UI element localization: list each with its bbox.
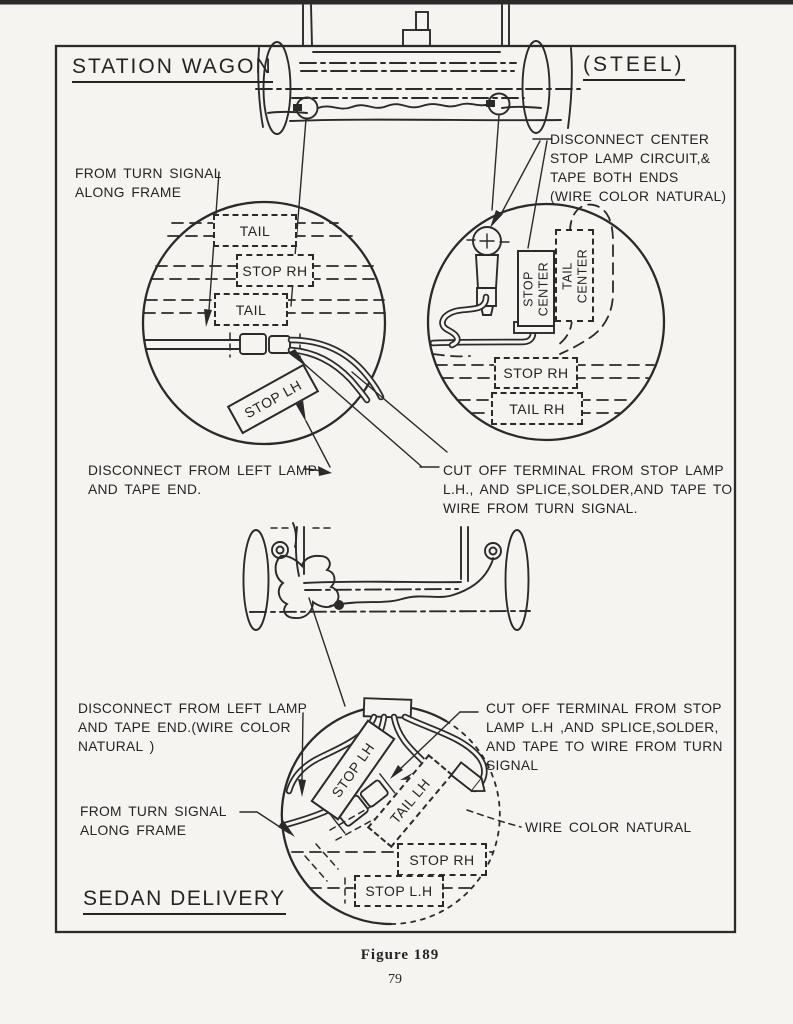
wire-label-stop-rh-left: STOP RH bbox=[236, 254, 314, 287]
station-wagon-chassis bbox=[255, 4, 581, 307]
scan-edge bbox=[0, 0, 793, 5]
sedan-detail-circle bbox=[239, 697, 522, 926]
annotation-wire-color-natural: WIRE COLOR NATURAL bbox=[525, 820, 692, 835]
title-sedan-delivery: SEDAN DELIVERY bbox=[83, 887, 286, 916]
annotation-disconnect-center: DISCONNECT CENTER STOP LAMP CIRCUIT,& TA… bbox=[550, 132, 727, 205]
wire-label-stop-rh-sedan: STOP RH bbox=[397, 843, 487, 876]
annotation-disconnect-left-bottom: DISCONNECT FROM LEFT LAMP AND TAPE END.(… bbox=[78, 701, 308, 755]
wire-label-tail-lower: TAIL bbox=[214, 293, 288, 326]
wire-label-tail-center-text: TAIL CENTER bbox=[559, 248, 589, 303]
wire-label-stop-center-text: STOP CENTER bbox=[521, 261, 550, 316]
sedan-delivery-chassis bbox=[242, 522, 531, 707]
annotation-from-turn-signal-top: FROM TURN SIGNAL ALONG FRAME bbox=[75, 166, 222, 201]
title-station-wagon: STATION WAGON bbox=[72, 55, 273, 84]
annotation-disconnect-left-top: DISCONNECT FROM LEFT LAMP AND TAPE END. bbox=[88, 463, 318, 498]
page-number: 79 bbox=[388, 972, 402, 987]
annotation-cut-off-top: CUT OFF TERMINAL FROM STOP LAMP L.H., AN… bbox=[443, 463, 733, 517]
wire-label-stop-rh-right: STOP RH bbox=[494, 357, 578, 389]
annotation-from-turn-signal-bottom: FROM TURN SIGNAL ALONG FRAME bbox=[80, 804, 227, 839]
wagon-left-detail-circle bbox=[141, 200, 448, 468]
wire-label-tail-rh: TAIL RH bbox=[491, 392, 583, 425]
wagon-right-detail-circle bbox=[426, 138, 666, 442]
figure-border bbox=[54, 44, 737, 934]
wire-label-tail-center: TAIL CENTER bbox=[555, 229, 594, 322]
wire-label-stop-lh2-sedan: STOP L.H bbox=[354, 875, 444, 907]
figure-caption: Figure 189 bbox=[360, 947, 440, 963]
title-steel: (STEEL) bbox=[583, 53, 685, 82]
wire-label-stop-center: STOP CENTER bbox=[517, 250, 555, 327]
wire-label-tail-upper: TAIL bbox=[213, 214, 297, 247]
annotation-cut-off-bottom: CUT OFF TERMINAL FROM STOP LAMP L.H ,AND… bbox=[486, 701, 723, 774]
